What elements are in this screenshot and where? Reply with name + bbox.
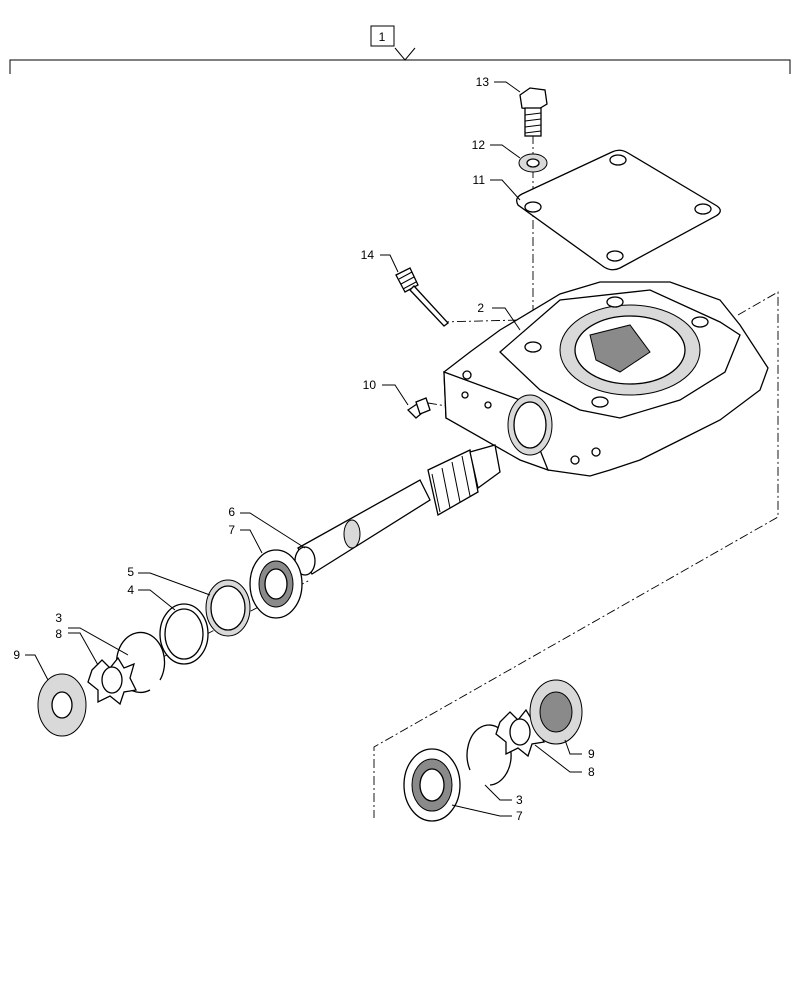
left-spacer-ring — [159, 603, 209, 665]
callout-spacer-ring: 4 — [127, 583, 134, 597]
callout-gasket: 11 — [473, 173, 486, 187]
callout-bolt: 13 — [476, 75, 490, 89]
callout-housing: 2 — [477, 301, 484, 315]
callout-labels: 2 3 4 5 6 7 8 9 10 11 12 13 14 9 8 3 7 — [13, 75, 595, 823]
bolt — [519, 87, 548, 137]
breather-fitting — [406, 397, 431, 419]
callout-lock-washer-right: 8 — [588, 765, 595, 779]
callout-end-washer-right: 9 — [588, 747, 595, 761]
callout-seal-ring: 5 — [127, 565, 134, 579]
right-end-washer — [529, 679, 583, 745]
callout-snap-ring-right: 3 — [516, 793, 523, 807]
callout-pinion-shaft: 6 — [228, 505, 235, 519]
left-end-washer — [37, 673, 87, 737]
washer — [518, 153, 548, 173]
grease-fitting — [395, 267, 449, 327]
left-lock-washer — [87, 656, 137, 706]
callout-end-washer-left: 9 — [13, 648, 20, 662]
right-bearing — [403, 748, 461, 822]
pinion-shaft — [294, 444, 501, 576]
callout-bearing-right: 7 — [516, 809, 523, 823]
callout-lock-washer-left: 8 — [55, 627, 62, 641]
assembly-item-number: 1 — [379, 30, 386, 44]
assembly-bracket: 1 — [9, 25, 791, 74]
callout-snap-ring-left: 3 — [55, 611, 62, 625]
callout-washer: 12 — [472, 138, 486, 152]
left-bearing — [249, 549, 303, 619]
cover-gasket — [516, 149, 721, 271]
gearbox-housing — [443, 281, 769, 477]
left-seal-ring — [205, 579, 251, 637]
callout-bearing-left: 7 — [228, 523, 235, 537]
leader-lines — [25, 81, 582, 817]
callout-grease-fitting: 14 — [361, 248, 375, 262]
callout-breather: 10 — [363, 378, 377, 392]
assembly-item-box — [370, 25, 395, 47]
